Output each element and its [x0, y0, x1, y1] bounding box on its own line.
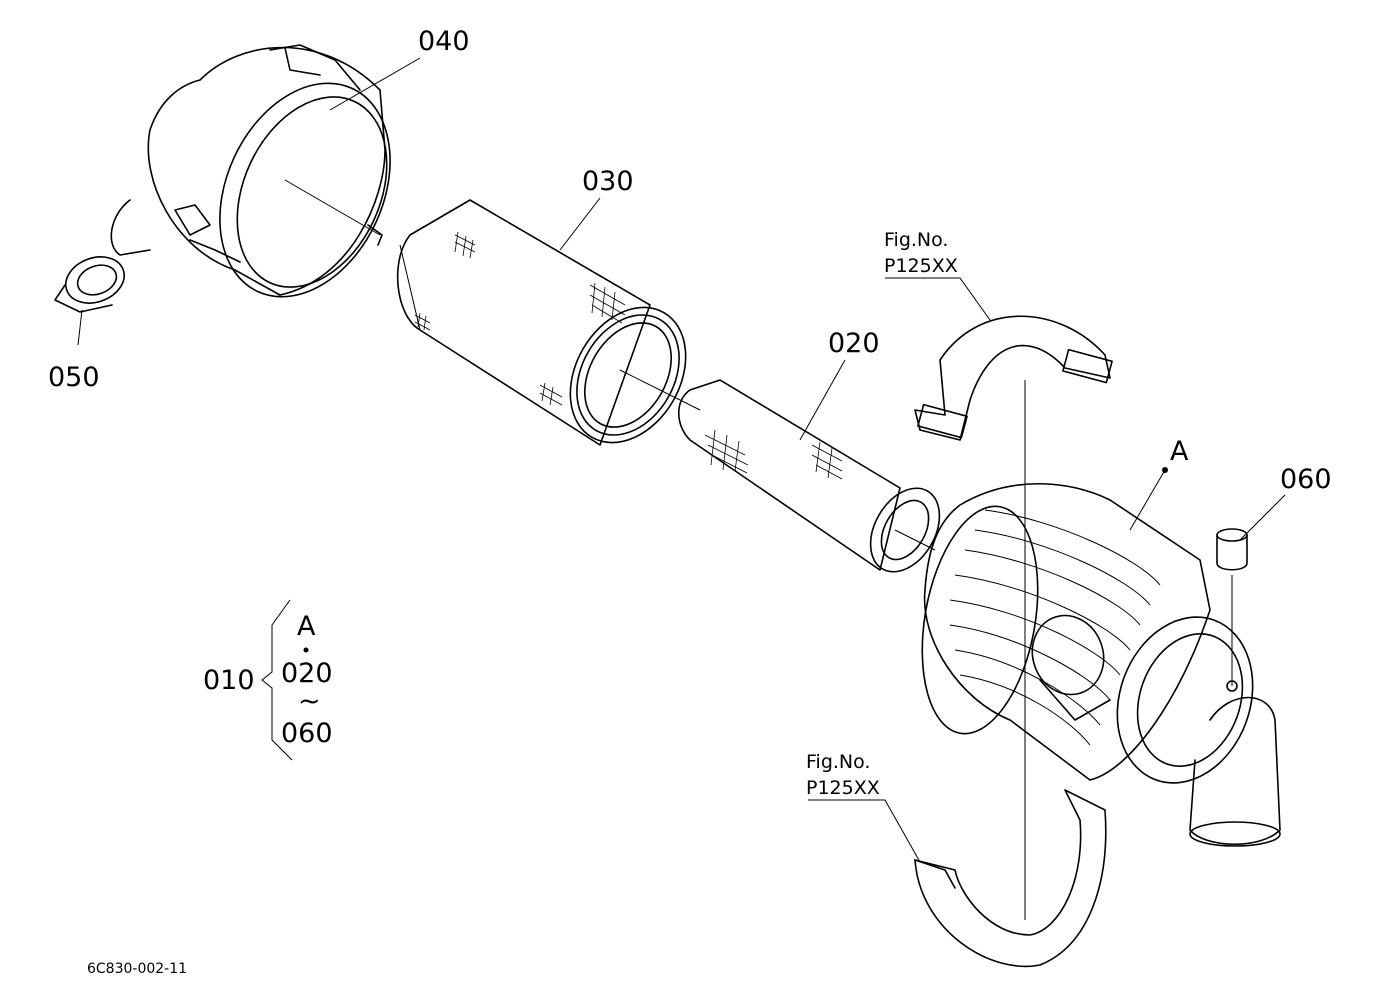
drawing-code: 6C830-002-11	[87, 961, 187, 977]
fig-ref-bottom-line2: P125XX	[806, 777, 880, 799]
fig-ref-top-line2: P125XX	[884, 255, 958, 277]
assembly-ref-a: A	[297, 611, 316, 642]
air-cleaner-housing[interactable]	[906, 483, 1281, 847]
inner-filter-mesh-patch	[704, 429, 843, 480]
label-020: 020	[828, 328, 880, 359]
label-030: 030	[582, 166, 634, 197]
label-050: 050	[48, 362, 100, 393]
assembly-bracket	[261, 599, 309, 761]
assembly-range-from: 020	[281, 658, 333, 689]
label-040: 040	[418, 26, 470, 57]
part-050-valve[interactable]	[54, 249, 131, 313]
assembly-range-tilde: ~	[298, 686, 321, 717]
label-point-a: A	[1170, 436, 1189, 467]
part-020-inner-filter[interactable]	[678, 379, 954, 584]
housing-ribs	[949, 509, 1161, 746]
part-040-cover[interactable]	[110, 44, 423, 324]
filter-mesh-patch	[414, 231, 626, 406]
assembly-number: 010	[203, 665, 255, 696]
label-060: 060	[1280, 464, 1332, 495]
part-060-cap[interactable]	[1216, 528, 1248, 571]
mounting-band-top[interactable]	[914, 315, 1113, 441]
fig-ref-top-line1: Fig.No.	[884, 229, 948, 251]
assembly-range-to: 060	[281, 718, 333, 749]
leader-lines	[77, 57, 1286, 920]
part-030-outer-filter[interactable]	[396, 199, 709, 463]
mounting-band-bottom[interactable]	[914, 789, 1107, 968]
fig-ref-bottom-line1: Fig.No.	[806, 751, 870, 773]
